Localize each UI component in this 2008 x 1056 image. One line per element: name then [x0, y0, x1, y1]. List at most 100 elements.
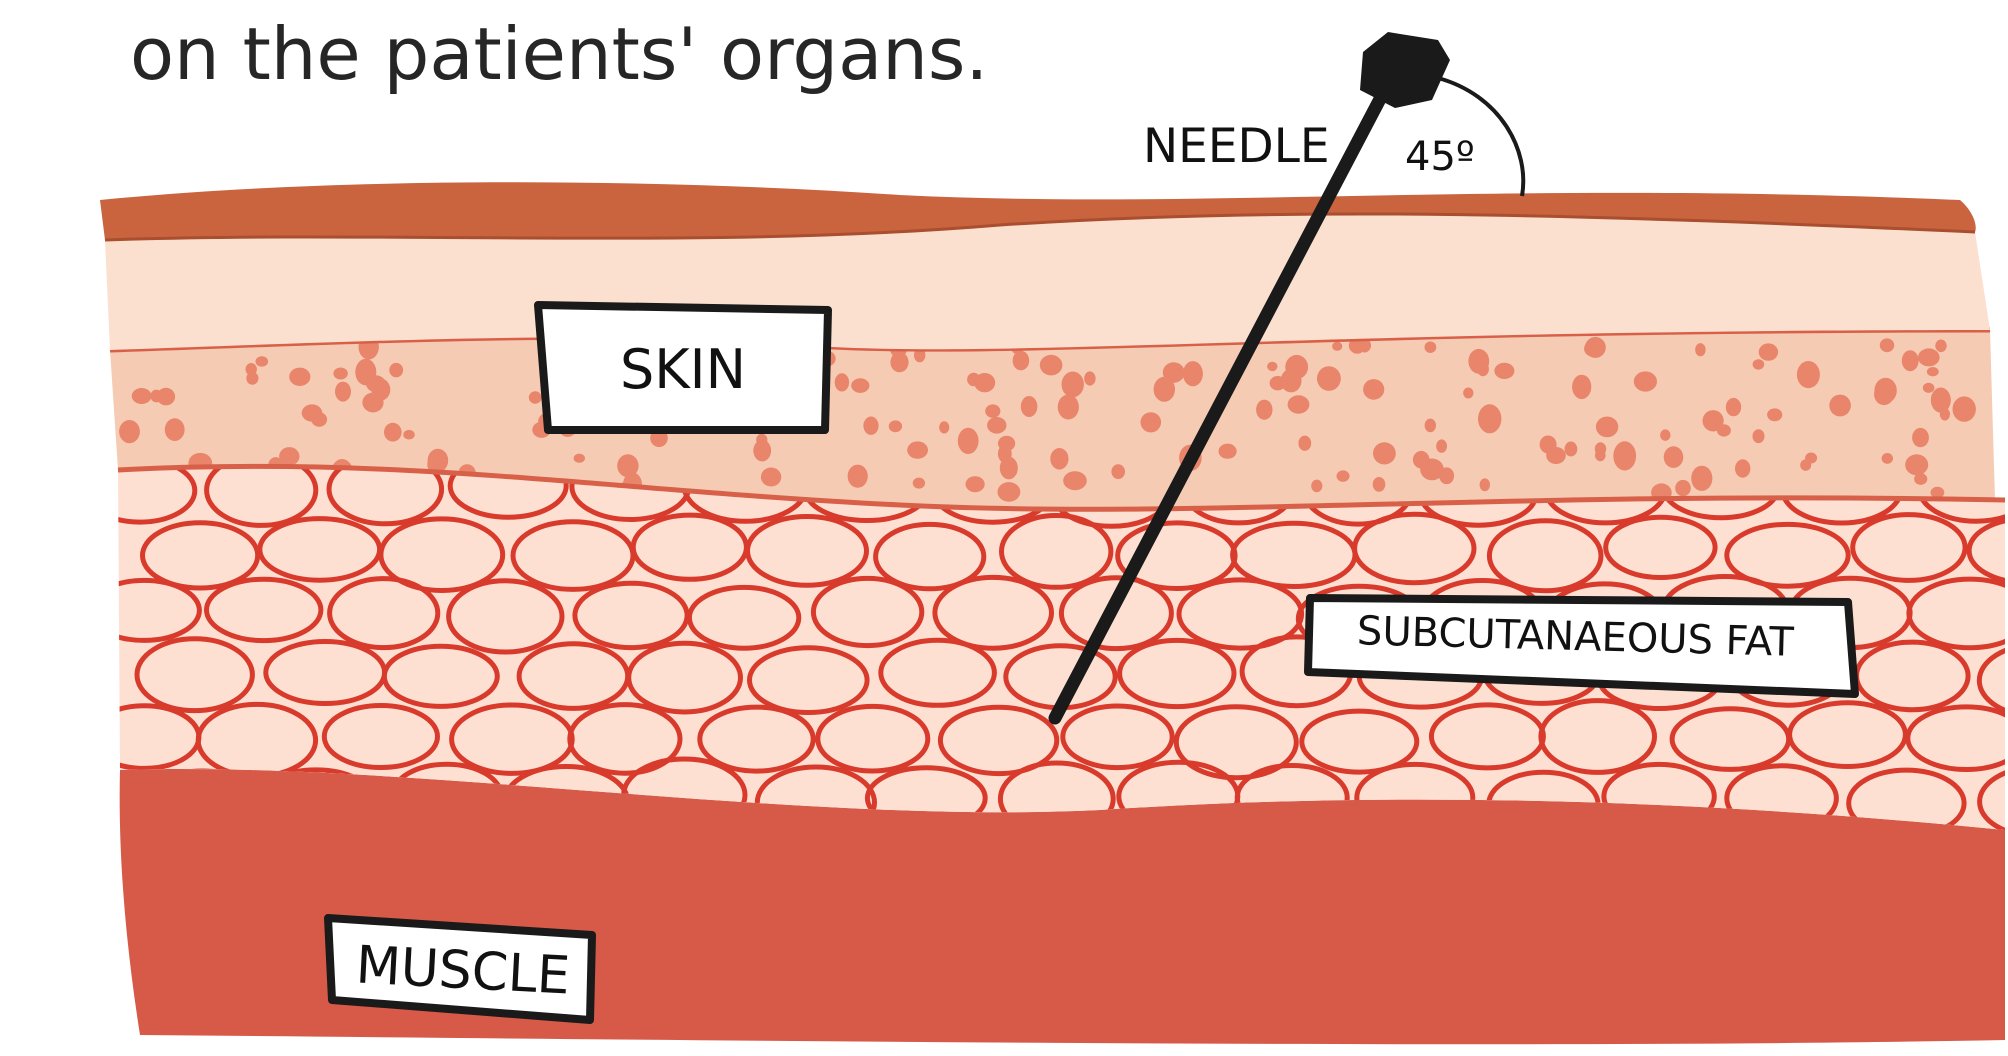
dermis-dot	[998, 436, 1015, 451]
dermis-dot	[617, 454, 638, 477]
dermis-dot	[1363, 379, 1384, 400]
dermis-dot	[403, 430, 414, 440]
dermis-dot	[1317, 366, 1341, 391]
dermis-dot	[1596, 417, 1618, 438]
dermis-dot	[1675, 480, 1691, 496]
dermis-dot	[362, 393, 383, 413]
dermis-dot	[966, 476, 985, 492]
dermis-dot	[1494, 363, 1514, 379]
dermis-dot	[1931, 388, 1951, 413]
dermis-dot	[1373, 442, 1396, 464]
dermis-dot	[998, 482, 1021, 502]
dermis-dot	[1759, 343, 1778, 360]
dermis-dot	[1468, 349, 1489, 374]
dermis-dot	[1058, 395, 1079, 420]
dermis-dot	[1940, 408, 1950, 421]
dermis-dot	[1753, 359, 1765, 369]
skin-label: SKIN	[620, 338, 746, 401]
dermis-dot	[165, 418, 185, 441]
dermis-dot	[1436, 439, 1447, 452]
dermis-dot	[1953, 396, 1976, 421]
dermis-dot	[132, 388, 152, 404]
dermis-dot	[389, 363, 403, 377]
dermis-dot	[1013, 351, 1030, 371]
dermis-dot	[1660, 429, 1670, 440]
muscle-label-box: MUSCLE	[328, 918, 592, 1020]
dermis-dot	[1585, 337, 1606, 358]
dermis-dot	[529, 391, 542, 403]
dermis-dot	[1021, 396, 1038, 417]
dermis-dot	[1664, 446, 1684, 468]
dermis-dot	[1062, 372, 1084, 398]
dermis-dot	[428, 449, 449, 473]
dermis-dot	[1695, 343, 1705, 356]
dermis-dot	[851, 378, 869, 393]
dermis-dot	[1923, 383, 1935, 393]
skin-label-box: SKIN	[538, 305, 828, 430]
dermis-dot	[1480, 478, 1490, 491]
dermis-dot	[1000, 457, 1018, 480]
dermis-dot	[384, 423, 402, 442]
dermis-dot	[333, 368, 347, 380]
dermis-dot	[1267, 362, 1277, 371]
needle-hub	[1360, 32, 1450, 108]
dermis-dot	[1298, 436, 1311, 451]
dermis-dot	[907, 441, 928, 458]
dermis-dot	[1902, 350, 1919, 371]
dermis-dot	[1880, 338, 1894, 352]
dermis-dot	[289, 368, 310, 386]
dermis-dot	[302, 404, 323, 421]
dermis-dot	[1141, 412, 1162, 432]
dermis-dot	[1829, 395, 1851, 417]
dermis-dot	[1914, 473, 1927, 485]
dermis-dot	[1905, 454, 1928, 475]
dermis-dot	[1163, 362, 1185, 383]
needle-label: NEEDLE	[1143, 119, 1330, 174]
dermis-dot	[1595, 449, 1606, 461]
dermis-dot	[987, 417, 1006, 434]
dermis-dot	[1572, 375, 1591, 399]
dermis-dot	[958, 428, 979, 454]
dermis-dot	[150, 390, 162, 403]
dermis-dot	[1540, 436, 1557, 454]
dermis-dot	[1063, 471, 1087, 490]
dermis-dot	[1703, 410, 1724, 431]
dermis-dot	[1767, 408, 1782, 421]
dermis-dot	[1050, 448, 1068, 470]
dermis-dot	[889, 420, 902, 432]
dermis-dot	[1613, 441, 1636, 470]
dermis-dot	[1084, 371, 1095, 385]
dermis-dot	[1882, 453, 1893, 464]
dermis-dot	[1413, 451, 1430, 469]
dermis-dot	[1691, 466, 1712, 491]
dermis-dot	[761, 468, 781, 487]
angle-label: 45º	[1405, 134, 1475, 180]
dermis-dot	[574, 454, 585, 463]
dermis-dot	[863, 417, 878, 435]
dermis-dot	[246, 372, 258, 385]
dermis-dot	[1912, 428, 1929, 447]
dermis-dot	[255, 356, 268, 366]
dermis-dot	[335, 382, 351, 402]
dermis-dot	[1311, 480, 1322, 493]
dermis-dot	[1337, 470, 1350, 481]
dermis-dot	[1219, 444, 1237, 459]
dermis-dot	[355, 359, 376, 386]
dermis-dot	[1935, 340, 1946, 353]
dermis-dot	[1753, 429, 1765, 443]
dermis-dot	[1425, 342, 1437, 353]
dermis-dot	[1726, 398, 1741, 416]
dermis-dot	[1463, 388, 1473, 399]
dermis-dot	[1281, 369, 1302, 393]
dermis-dot	[1874, 384, 1894, 405]
dermis-dot	[1040, 355, 1063, 376]
dermis-dot	[1634, 371, 1657, 391]
dermis-dot	[1288, 395, 1310, 413]
dermis-dot	[967, 373, 980, 386]
dermis-dot	[1373, 477, 1386, 492]
dermis-dot	[1797, 361, 1820, 388]
dermis-dot	[1918, 348, 1940, 366]
dermis-dot	[913, 478, 925, 489]
dermis-dot	[1927, 367, 1939, 376]
